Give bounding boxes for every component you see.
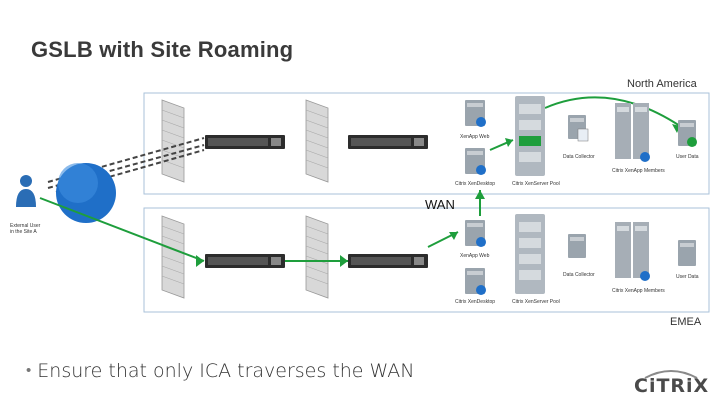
- firewall-icon: [161, 215, 185, 299]
- external-user-label: External User: [10, 223, 41, 229]
- bullet-dot-icon: •: [26, 361, 32, 379]
- server-icon: [568, 234, 586, 258]
- server-icon: [465, 148, 486, 175]
- user-data-label: User Data: [676, 154, 699, 160]
- bullet-text: Ensure that only ICA traverses the WAN: [37, 360, 415, 382]
- server-icon: [678, 120, 697, 147]
- globe-icon: [56, 163, 116, 223]
- appliance-icon: [348, 135, 428, 149]
- xenserver-pool-label: Citrix XenServer Pool: [512, 181, 560, 187]
- bullet-point: • Ensure that only ICA traverses the WAN: [26, 360, 415, 382]
- firewall-icon: [305, 215, 329, 299]
- external-user-sublabel: in the Site A: [10, 229, 37, 235]
- data-collector-emea-label: Data Collector: [563, 272, 595, 278]
- server-cluster-icon: [615, 103, 650, 162]
- slide-title: GSLB with Site Roaming: [31, 37, 294, 62]
- firewall-icon: [161, 99, 185, 183]
- server-icon: [678, 240, 696, 266]
- server-icon: [465, 220, 486, 247]
- xenapp-members-label: Citrix XenApp Members: [612, 168, 665, 174]
- region-north-america-label: North America: [627, 78, 697, 90]
- server-icon: [568, 115, 589, 142]
- server-icon: [465, 268, 486, 295]
- xenapp-web-emea-label: XenApp Web: [460, 253, 490, 259]
- appliance-icon: [348, 254, 428, 268]
- data-collector-label: Data Collector: [563, 154, 595, 160]
- server-cluster-icon: [615, 222, 650, 281]
- logo-arc-icon: [644, 370, 698, 379]
- citrix-logo: CiTRiX: [634, 375, 710, 397]
- user-data-emea-label: User Data: [676, 274, 699, 280]
- appliance-icon: [205, 135, 285, 149]
- user-icon: [16, 175, 36, 207]
- server-rack-icon: [515, 214, 545, 294]
- xenserver-pool-emea-label: Citrix XenServer Pool: [512, 299, 560, 305]
- server-icon: [465, 100, 486, 127]
- xenapp-members-emea-label: Citrix XenApp Members: [612, 288, 665, 294]
- wan-label: WAN: [425, 197, 455, 212]
- xendesktop-label: Citrix XenDesktop: [455, 181, 495, 187]
- xendesktop-emea-label: Citrix XenDesktop: [455, 299, 495, 305]
- firewall-icon: [305, 99, 329, 183]
- xenapp-web-label: XenApp Web: [460, 134, 490, 140]
- server-rack-icon: [515, 96, 545, 176]
- region-emea-label: EMEA: [670, 316, 702, 328]
- appliance-icon: [205, 254, 285, 268]
